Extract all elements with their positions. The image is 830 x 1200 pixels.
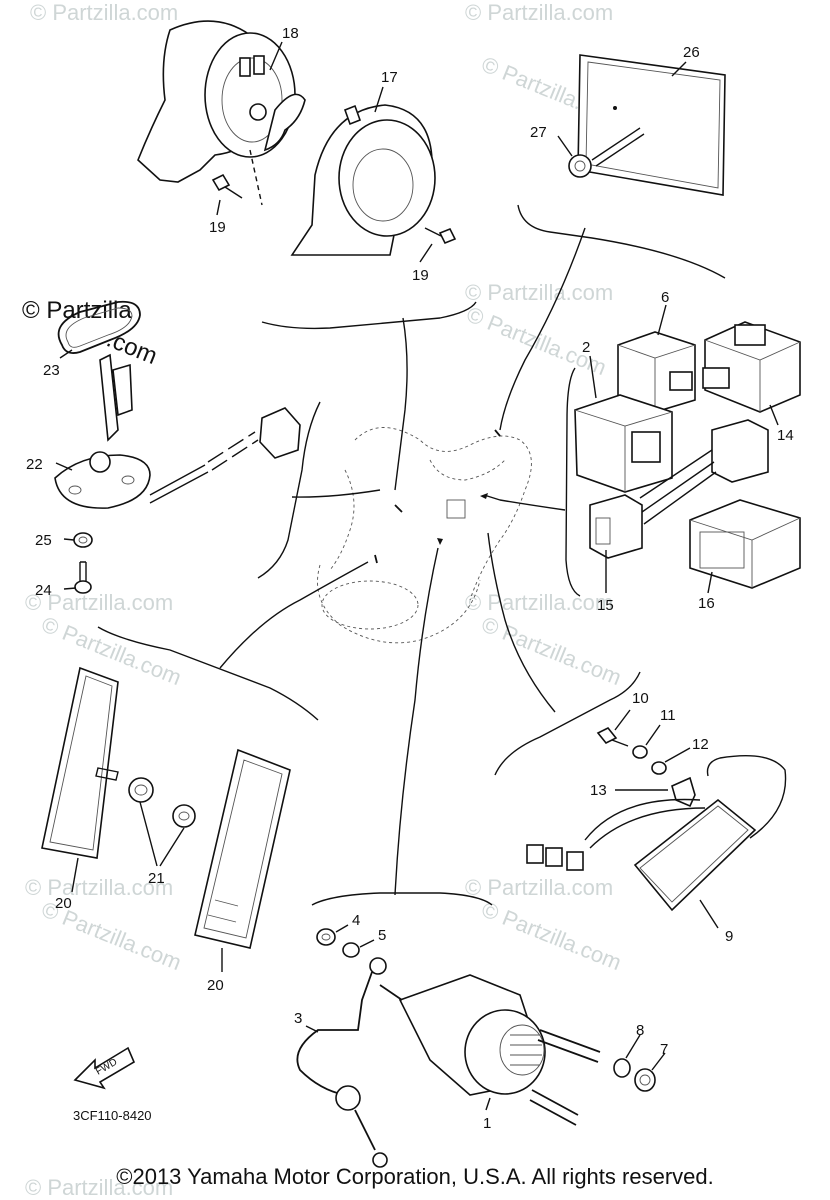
connector-15-icon bbox=[589, 419, 769, 559]
bolt-10-icon bbox=[596, 709, 631, 747]
nut-7-icon bbox=[634, 1052, 666, 1092]
callout-4: 4 bbox=[352, 912, 360, 929]
washer-5-icon bbox=[342, 939, 375, 958]
callout-14: 14 bbox=[777, 427, 794, 444]
callout-11: 11 bbox=[660, 707, 676, 724]
callout-1: 1 bbox=[483, 1115, 491, 1132]
nut-21b-icon bbox=[172, 804, 196, 828]
watermark: © Partzilla.com bbox=[478, 896, 625, 975]
reflector-20a-icon bbox=[41, 666, 119, 859]
horn-17-icon bbox=[290, 104, 436, 256]
callout-20: 20 bbox=[207, 977, 224, 994]
watermark: © Partzilla.com bbox=[25, 590, 173, 615]
reflector-20b-icon bbox=[194, 748, 291, 949]
sender-22-icon bbox=[54, 353, 301, 509]
callout-17: 17 bbox=[381, 69, 398, 86]
callout-10: 10 bbox=[632, 690, 649, 707]
connector-16-icon bbox=[689, 499, 801, 589]
watermark: © Partzilla.com bbox=[25, 1175, 173, 1200]
center-box-icon bbox=[446, 499, 466, 519]
callout-5: 5 bbox=[378, 927, 386, 944]
gasket-23-icon bbox=[57, 300, 141, 354]
relay-2-icon bbox=[574, 394, 673, 493]
callout-9: 9 bbox=[725, 928, 733, 945]
callout-20: 20 bbox=[55, 895, 72, 912]
unit-14-icon bbox=[702, 321, 801, 413]
nut-27-icon bbox=[568, 127, 645, 178]
callout-21: 21 bbox=[148, 870, 165, 887]
callout-leaders bbox=[55, 41, 779, 1111]
bolt-19a-icon bbox=[211, 173, 243, 199]
nut-4-icon bbox=[316, 924, 349, 946]
callout-13: 13 bbox=[590, 782, 607, 799]
washer-12-icon bbox=[651, 747, 691, 775]
callout-12: 12 bbox=[692, 736, 709, 753]
washer-8-icon bbox=[613, 1034, 641, 1078]
watermark: © Partzilla.com bbox=[38, 611, 185, 690]
diagram-code: 3CF110-8420 bbox=[73, 1108, 152, 1123]
group-brackets bbox=[97, 204, 726, 906]
nut-21a-icon bbox=[128, 777, 154, 803]
callout-6: 6 bbox=[661, 289, 669, 306]
module-9-icon bbox=[526, 755, 787, 912]
forward-arrow-icon: FWD bbox=[73, 1046, 136, 1090]
watermark: © Partzilla.com bbox=[465, 590, 613, 615]
watermark: © Partzilla.com bbox=[25, 875, 173, 900]
reflector-26-icon bbox=[577, 54, 726, 196]
watermark: © Partzilla.com bbox=[30, 0, 178, 25]
callout-19: 19 bbox=[209, 219, 226, 236]
watermark: © Partzilla.com bbox=[465, 875, 613, 900]
copyright-notice: ©2013 Yamaha Motor Corporation, U.S.A. A… bbox=[116, 1164, 714, 1189]
callout-27: 27 bbox=[530, 124, 547, 141]
callout-8: 8 bbox=[636, 1022, 644, 1039]
watermark: © Partzilla.com bbox=[478, 611, 625, 690]
washer-11-icon bbox=[632, 724, 661, 759]
cable-3-icon bbox=[296, 957, 388, 1168]
callout-labels: 18 17 19 19 26 27 6 2 14 15 16 23 22 25 … bbox=[26, 25, 794, 1132]
callout-16: 16 bbox=[698, 595, 715, 612]
bolt-19b-icon bbox=[424, 227, 457, 245]
callout-7: 7 bbox=[660, 1041, 668, 1058]
callout-15: 15 bbox=[597, 597, 614, 614]
screw-24-icon bbox=[74, 561, 92, 594]
callout-25: 25 bbox=[35, 532, 52, 549]
motorcycle-outline bbox=[317, 427, 532, 644]
callout-3: 3 bbox=[294, 1010, 302, 1027]
callout-22: 22 bbox=[26, 456, 43, 473]
callout-23: 23 bbox=[43, 362, 60, 379]
leaders bbox=[219, 227, 586, 896]
horn-18-icon bbox=[137, 20, 306, 206]
solenoid-1-icon bbox=[379, 974, 601, 1126]
callout-18: 18 bbox=[282, 25, 299, 42]
callout-24: 24 bbox=[35, 582, 52, 599]
watermark: © Partzilla.com bbox=[465, 0, 613, 25]
callout-2: 2 bbox=[582, 339, 590, 356]
watermark: © Partzilla.com bbox=[465, 280, 613, 305]
callout-26: 26 bbox=[683, 44, 700, 61]
watermark-bold: © Partzilla bbox=[22, 297, 132, 324]
callout-19: 19 bbox=[412, 267, 429, 284]
washer-25-icon bbox=[73, 532, 93, 548]
